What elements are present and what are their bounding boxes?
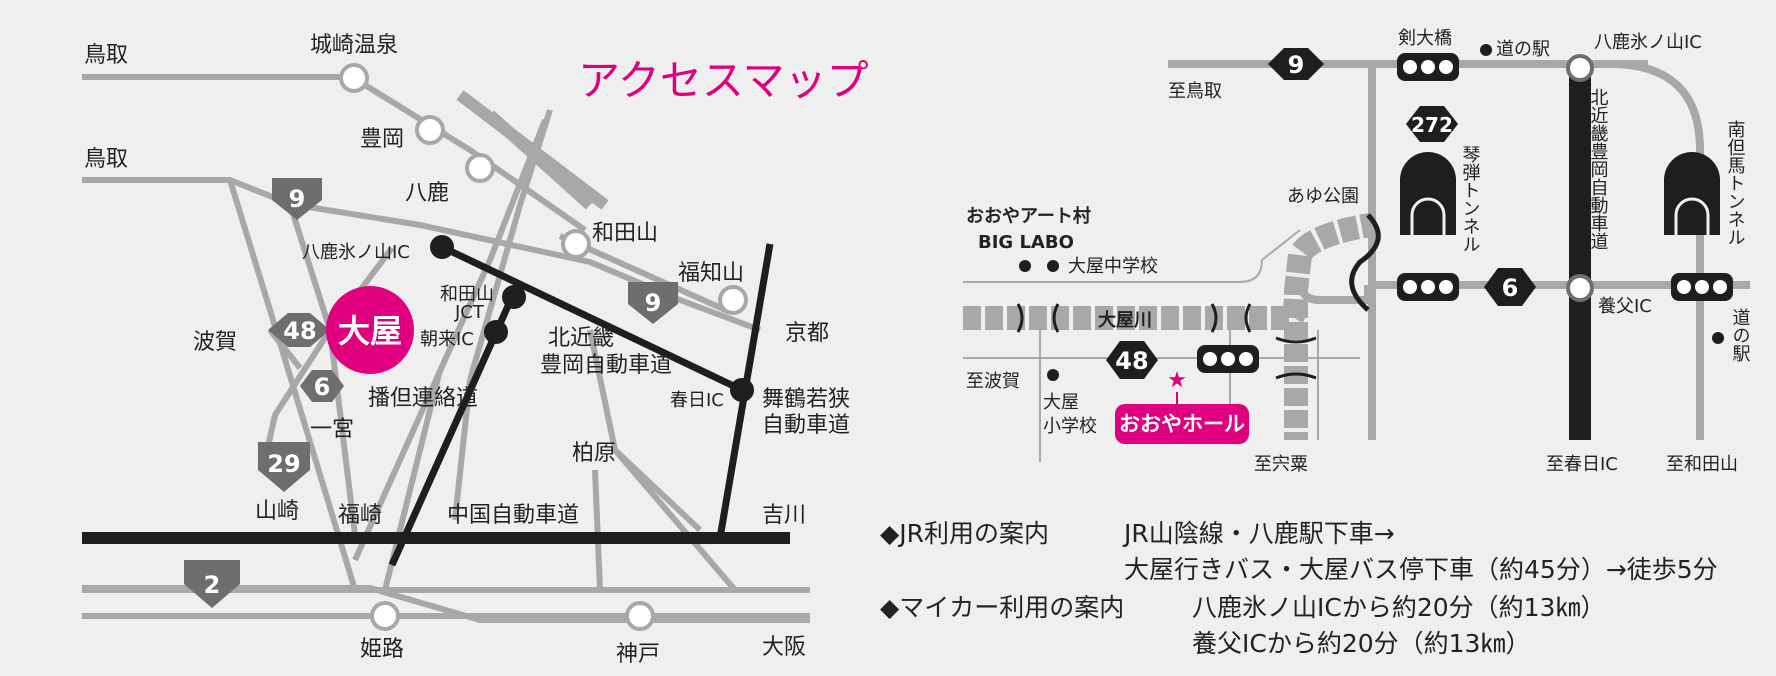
svg-text:2: 2 [204, 571, 221, 599]
svg-text:6: 6 [1502, 274, 1519, 302]
label-kotohiki-tunnel: 琴弾トンネル [1460, 145, 1481, 253]
jr-line2: 大屋行きバス・大屋バス停下車（約45分）→徒歩5分 [1124, 555, 1718, 584]
svg-text:48: 48 [1115, 347, 1148, 375]
label-kitakinki-local: 北近畿豊岡自動車道 [1588, 88, 1609, 250]
regional-map: 9 9 48 6 29 2 大屋 鳥取 鳥取 城崎温泉 豊 [82, 33, 869, 667]
local-route-6: 6 [1484, 268, 1536, 306]
label-yoshikawa: 吉川 [762, 503, 806, 528]
label-tottori: 鳥取 [84, 147, 128, 172]
label-michinoeki-top: 道の駅 [1496, 39, 1550, 60]
label-bantan: 播但連絡道 [368, 386, 478, 411]
route-6-shield: 6 [300, 370, 344, 402]
label-ichinomiya: 一宮 [310, 417, 354, 442]
label-haga: 波賀 [193, 330, 237, 355]
label-to-kasuga-ic: 至春日IC [1546, 454, 1618, 475]
tunnel-icon [1664, 152, 1720, 235]
label-osaka: 大阪 [762, 635, 806, 660]
local-route-9: 9 [1268, 48, 1324, 80]
label-kitakinki-1: 北近畿 [548, 326, 614, 351]
label-wadayama-jct-1: 和田山 [440, 284, 494, 305]
label-himeji: 姫路 [360, 637, 404, 662]
label-art-village-1: おおやアート村 [966, 205, 1091, 227]
map-title: アクセスマップ [578, 56, 869, 105]
svg-text:大屋: 大屋 [338, 312, 402, 350]
traffic-signal [1197, 345, 1259, 373]
bridge-marks [1016, 303, 1317, 380]
label-to-wadayama: 至和田山 [1666, 454, 1738, 475]
label-asago-ic: 朝来IC [420, 329, 474, 350]
label-maizuru-2: 自動車道 [762, 413, 850, 438]
label-fukusaki: 福崎 [338, 503, 382, 528]
label-oya-river: 大屋川 [1098, 309, 1152, 331]
tunnel-icon [1400, 152, 1456, 235]
local-route-48: 48 [1106, 341, 1158, 379]
car-heading: ◆マイカー利用の案内 [880, 593, 1125, 622]
label-yamasaki: 山崎 [255, 499, 299, 524]
label-michinoeki-right: 道の駅 [1730, 308, 1751, 363]
junior-high-dot [1047, 260, 1059, 272]
label-tsurugi-bridge: 剣大橋 [1398, 28, 1452, 49]
oya-marker: 大屋 [326, 286, 414, 374]
label-fukuchiyama: 福知山 [678, 261, 744, 286]
hall-star-icon: ★ [1167, 368, 1187, 393]
label-wadayama: 和田山 [592, 221, 658, 246]
svg-text:29: 29 [267, 450, 300, 478]
svg-text:272: 272 [1411, 113, 1453, 137]
route-29-shield: 29 [258, 442, 310, 492]
traffic-signal [1397, 273, 1459, 301]
art-village-dot [1019, 260, 1031, 272]
svg-text:48: 48 [283, 317, 316, 345]
svg-text:9: 9 [645, 289, 662, 317]
label-ayu-park: あゆ公園 [1287, 186, 1359, 207]
label-oya-junior-high: 大屋中学校 [1068, 256, 1158, 277]
route-48-shield: 48 [268, 313, 330, 347]
oya-hall-badge: おおやホール [1115, 404, 1249, 444]
label-oya-elem-1: 大屋 [1043, 392, 1079, 413]
label-to-tottori: 至鳥取 [1168, 81, 1222, 102]
svg-text:おおやホール: おおやホール [1119, 412, 1245, 436]
michinoeki-dot [1480, 44, 1492, 56]
label-toyooka: 豊岡 [360, 127, 404, 152]
regional-stations [339, 63, 754, 631]
label-kinosaki: 城崎温泉 [310, 33, 398, 58]
car-line1: 八鹿氷ノ山ICから約20分（約13㎞） [1192, 593, 1606, 622]
traffic-signal [1397, 53, 1459, 81]
label-yabu-ic: 養父IC [1598, 296, 1652, 317]
oya-river [963, 213, 1373, 330]
route-9a-shield: 9 [272, 178, 322, 220]
label-kasuhara: 柏原 [572, 441, 616, 466]
svg-text:9: 9 [1288, 51, 1305, 79]
jr-heading: ◆JR利用の案内 [880, 519, 1049, 548]
label-art-village-2: BIG LABO [978, 232, 1074, 253]
label-maizuru-1: 舞鶴若狭 [762, 387, 850, 412]
car-line2: 養父ICから約20分（約13㎞） [1192, 629, 1531, 658]
label-to-shiso: 至宍粟 [1254, 454, 1308, 475]
label-wadayama-jct-2: JCT [454, 302, 485, 323]
route-9b-shield: 9 [628, 282, 678, 324]
label-kitakinki-2: 豊岡自動車道 [540, 353, 672, 378]
label-yoka-hyono-ic: 八鹿氷ノ山IC [302, 242, 410, 263]
jr-line1: JR山陰線・八鹿駅下車→ [1124, 519, 1395, 548]
local-map: 9 272 6 48 ★ おおやホール 至鳥取 剣大橋 道の駅 八鹿氷 [963, 28, 1751, 475]
label-yoka-hyono-ic-local: 八鹿氷ノ山IC [1594, 32, 1702, 53]
label-kobe: 神戸 [616, 642, 660, 667]
label-oya-elem-2: 小学校 [1043, 416, 1097, 437]
label-tottori-top: 鳥取 [84, 43, 128, 68]
local-route-272: 272 [1406, 106, 1458, 142]
label-to-haga: 至波賀 [966, 371, 1020, 392]
svg-text:6: 6 [314, 373, 331, 401]
label-kyoto: 京都 [785, 321, 829, 346]
svg-text:9: 9 [289, 185, 306, 213]
label-minamitajima-tunnel: 南但馬トンネル [1725, 120, 1746, 246]
route-2-shield: 2 [184, 560, 240, 608]
label-yoka: 八鹿 [405, 181, 449, 206]
label-chugoku: 中国自動車道 [447, 503, 579, 528]
elementary-dot [1047, 369, 1059, 381]
label-kasuga-ic: 春日IC [670, 390, 724, 411]
michinoeki-dot [1712, 332, 1724, 344]
traffic-signal [1671, 273, 1733, 301]
